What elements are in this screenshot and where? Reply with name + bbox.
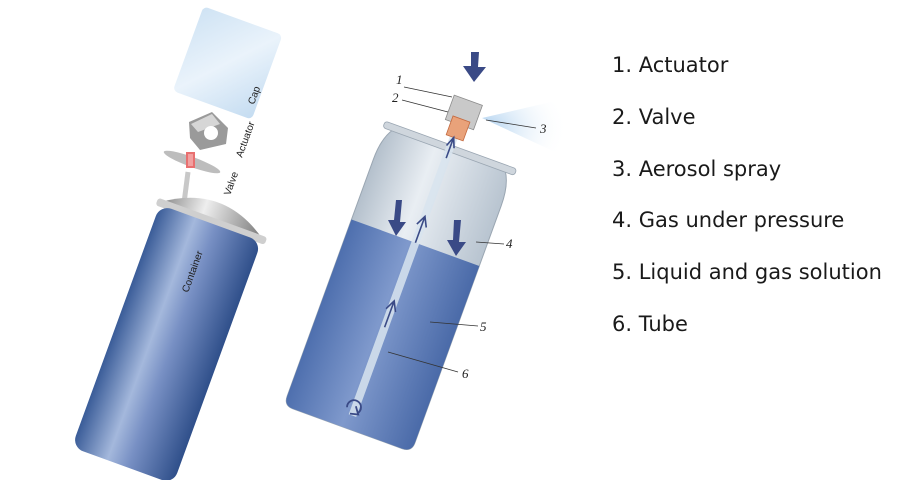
legend-item-actuator: 1. Actuator xyxy=(612,53,729,77)
intake-swirl-icon xyxy=(346,399,362,416)
callout-1: 1 xyxy=(396,72,403,87)
valve-section xyxy=(445,115,471,142)
actuator-label: Actuator xyxy=(234,120,257,159)
dip-tube xyxy=(348,126,461,417)
actuator-part xyxy=(189,112,228,150)
callout-6: 6 xyxy=(462,366,469,381)
exploded-view: Cap Actuator Valve Container xyxy=(75,7,282,480)
cross-section: 1 2 3 4 5 6 xyxy=(285,52,568,451)
bottle xyxy=(285,94,517,451)
legend-item-aerosol-spray: 3. Aerosol spray xyxy=(612,156,782,181)
legend-item-tube: 6. Tube xyxy=(612,311,688,336)
callout-2: 2 xyxy=(392,90,399,105)
container-part xyxy=(75,197,267,480)
callout-5: 5 xyxy=(480,319,487,334)
legend-item-valve: 2. Valve xyxy=(612,104,696,129)
callout-4: 4 xyxy=(506,236,513,251)
tube-flow-arrow-high xyxy=(414,214,428,243)
callout-lines xyxy=(387,86,537,373)
legend-item-liquid-gas-solution: 5. Liquid and gas solution xyxy=(612,260,882,285)
legend-list: 1. Actuator 2. Valve 3. Aerosol spray 4.… xyxy=(612,52,882,363)
legend-item-gas-under-pressure: 4. Gas under pressure xyxy=(612,208,845,233)
tube-flow-arrow-low xyxy=(383,299,397,328)
valve-part xyxy=(163,150,221,204)
press-down-arrow xyxy=(463,52,486,82)
cap xyxy=(174,7,282,119)
pressure-arrow-right xyxy=(447,220,466,256)
tube-flow-arrow-top xyxy=(445,135,455,159)
spray-plume xyxy=(482,98,568,158)
callout-3: 3 xyxy=(539,121,547,136)
pressure-arrow-left xyxy=(388,200,406,236)
valve-label: Valve xyxy=(222,170,241,197)
